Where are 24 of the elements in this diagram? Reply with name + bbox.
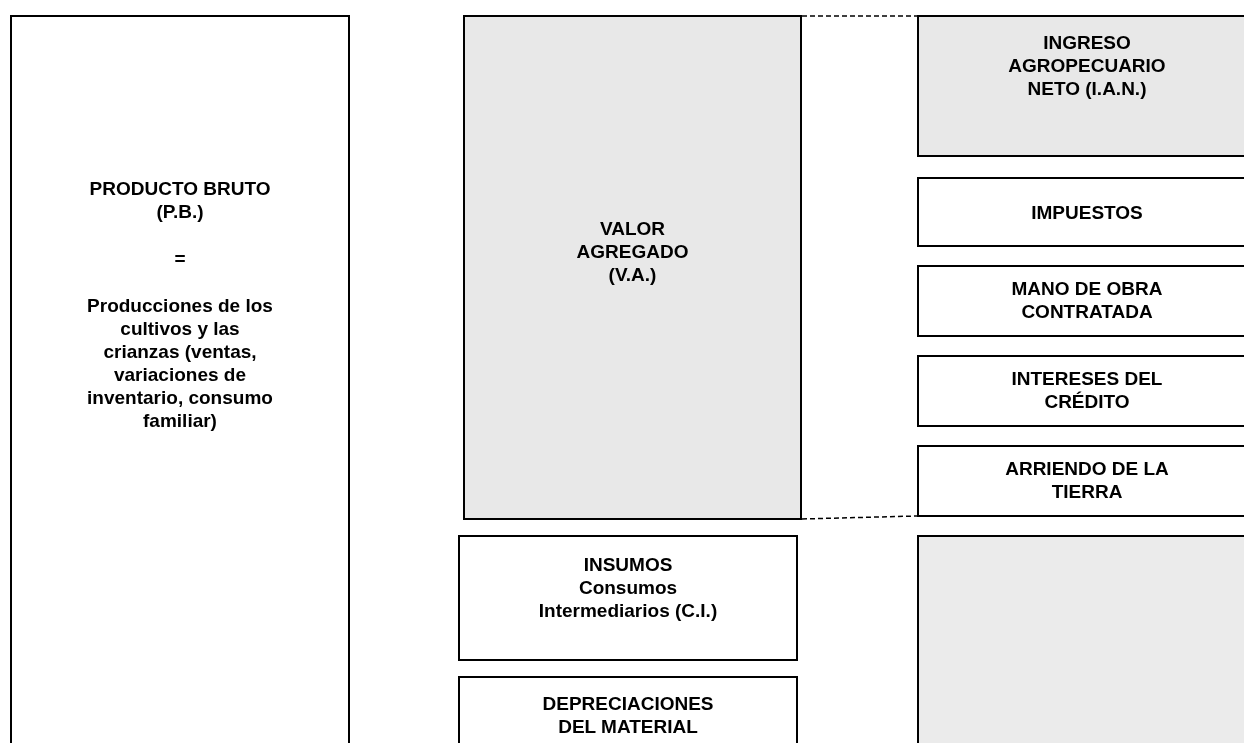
box-title: INTERESES DEL CRÉDITO — [1010, 367, 1164, 413]
box-title: INSUMOS — [582, 553, 674, 576]
category-box — [10, 15, 350, 743]
category-box — [917, 445, 1244, 517]
box-title: INGRESO AGROPECUARIO NETO (I.A.N.) — [1007, 31, 1167, 100]
shaded-box — [463, 15, 802, 520]
shaded-box — [917, 15, 1244, 157]
category-box — [458, 535, 798, 661]
dashed-connector — [801, 515, 918, 520]
dashed-connector — [801, 15, 918, 17]
category-box — [917, 265, 1244, 337]
category-box — [917, 355, 1244, 427]
empty-box — [917, 535, 1244, 743]
category-box — [458, 676, 798, 743]
box-title: PRODUCTO BRUTO (P.B.) — [88, 177, 272, 223]
box-text: Producciones de los cultivos y las crianzas (ventas, variaciones de inventario, consumo familiar) — [86, 294, 274, 432]
box-title: VALOR AGREGADO (V.A.) — [575, 217, 690, 286]
box-title: ARRIENDO DE LA TIERRA — [1004, 457, 1170, 503]
box-text: = — [173, 247, 187, 270]
box-text: Consumos Intermediarios (C.I.) — [537, 576, 719, 622]
box-title: IMPUESTOS — [1030, 201, 1144, 224]
box-title: DEPRECIACIONES DEL MATERIAL — [541, 692, 715, 738]
category-box — [917, 177, 1244, 247]
box-title: MANO DE OBRA CONTRATADA — [1010, 277, 1164, 323]
